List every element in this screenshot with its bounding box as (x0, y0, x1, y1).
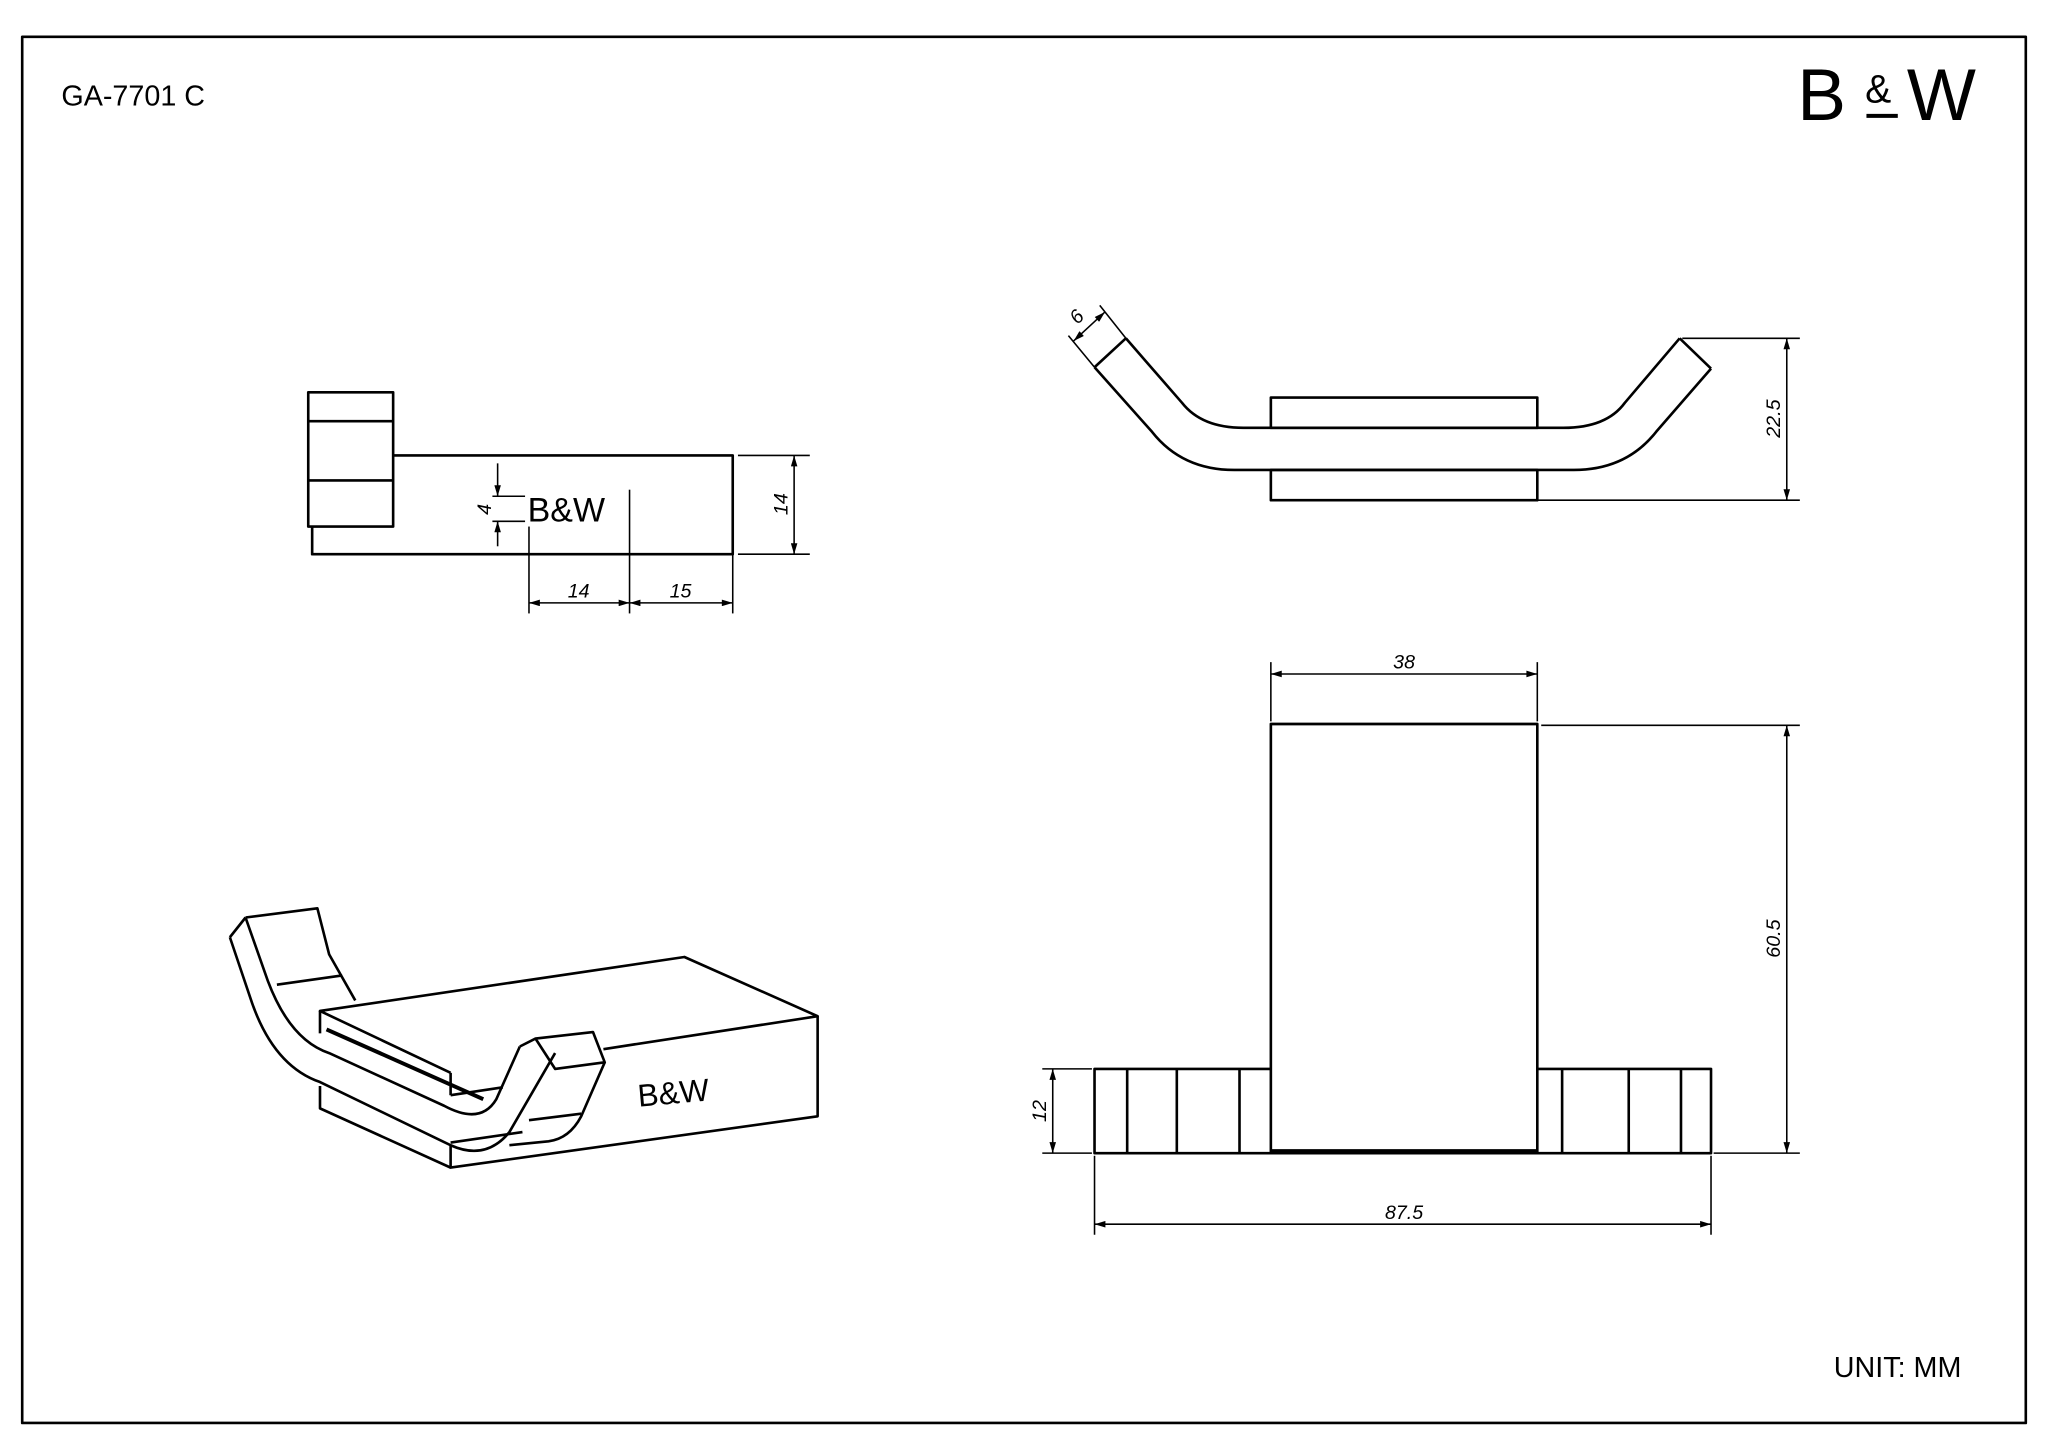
front-view: 38 60.5 12 87.5 (1029, 652, 1800, 1235)
iso-mark: B&W (636, 1072, 710, 1113)
svg-text:14: 14 (771, 493, 793, 515)
isometric-view: B&W (228, 906, 819, 1169)
side-mark: B&W (528, 491, 606, 529)
svg-text:B: B (1797, 54, 1846, 136)
svg-text:14: 14 (568, 581, 590, 603)
side-view: B&W 4 14 14 15 (306, 390, 810, 614)
svg-text:W: W (1907, 54, 1977, 136)
sheet-border (20, 35, 2028, 1425)
unit-label: UNIT: MM (1834, 1352, 1962, 1384)
svg-text:&: & (1865, 68, 1891, 112)
svg-text:87.5: 87.5 (1385, 1202, 1423, 1224)
svg-text:6: 6 (1065, 306, 1089, 329)
svg-text:4: 4 (474, 504, 496, 515)
svg-text:12: 12 (1029, 1100, 1051, 1122)
model-number: GA-7701 C (61, 80, 205, 112)
svg-text:38: 38 (1393, 652, 1415, 674)
svg-text:60.5: 60.5 (1763, 919, 1785, 957)
brand-logo: B & W (1797, 54, 1976, 136)
top-view: 6 22.5 (1065, 304, 1800, 502)
svg-text:15: 15 (670, 581, 692, 603)
svg-text:22.5: 22.5 (1763, 399, 1785, 438)
